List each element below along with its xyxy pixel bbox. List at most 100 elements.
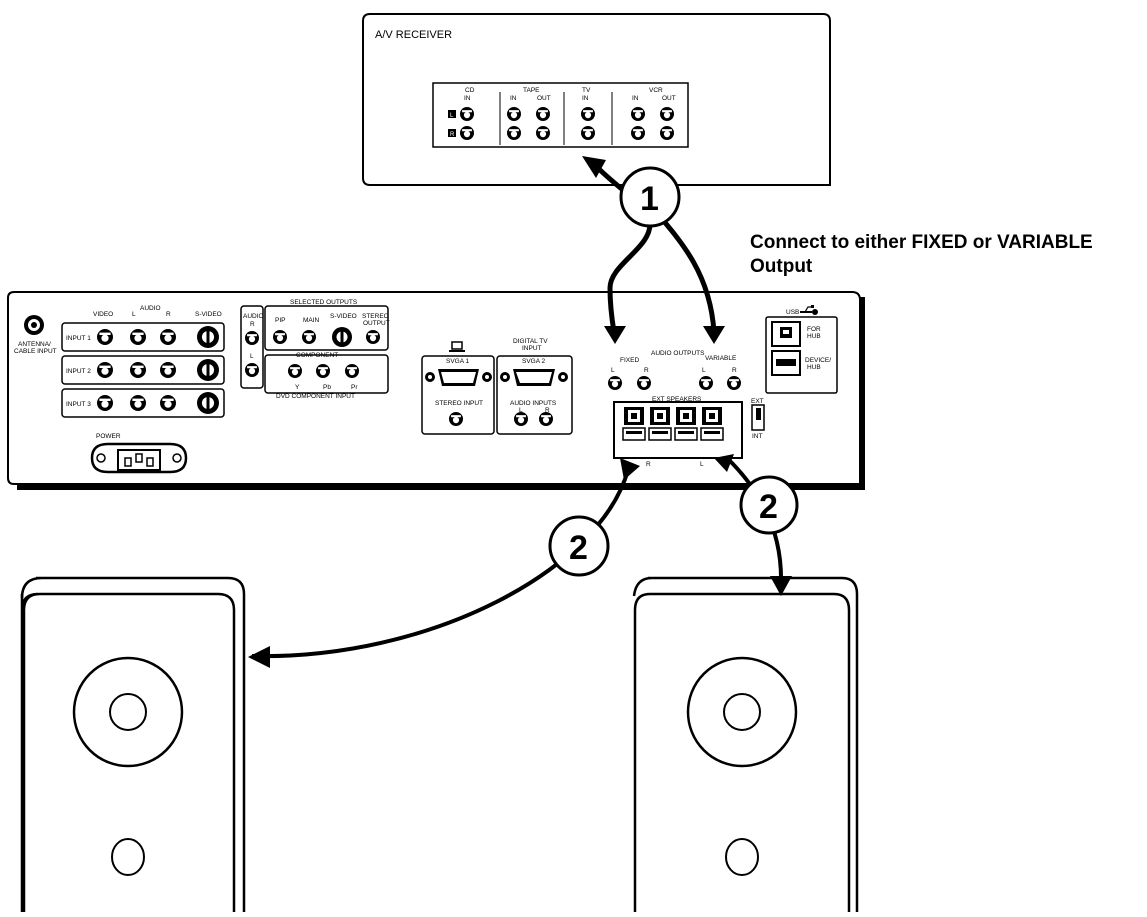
input-2-audio-r-jack[interactable]: [160, 362, 176, 378]
receiver-vcr-label: VCR: [649, 87, 663, 94]
usb-port-for-hub[interactable]: [771, 321, 801, 347]
device-hub-label-2: HUB: [807, 364, 821, 371]
digital-tv-label-1: DIGITAL TV: [513, 338, 548, 345]
component-frame: [264, 354, 389, 394]
svga1-label: SVGA 1: [446, 358, 470, 365]
selected-output-main-jack[interactable]: [302, 330, 316, 344]
arrowhead-right-speaker: [770, 576, 792, 596]
antenna-label-2: CABLE INPUT: [14, 348, 57, 355]
component-pb-jack[interactable]: [316, 364, 330, 378]
power-connector[interactable]: [90, 442, 188, 474]
selected-output-svideo-jack[interactable]: [332, 327, 352, 347]
variable-r-jack[interactable]: [727, 376, 741, 390]
audio-block-frame: [240, 305, 264, 389]
input-2-svideo-jack[interactable]: [197, 359, 219, 381]
left-speaker-woofer-center: [109, 693, 147, 731]
svga2-frame: [496, 355, 573, 435]
stereo-output-jack[interactable]: [366, 330, 380, 344]
arrowhead-speaker-r-terminal: [620, 458, 640, 480]
left-speaker-port: [111, 838, 145, 876]
pr-label: Pr: [351, 384, 358, 391]
audio-input-r-jack[interactable]: [539, 412, 553, 426]
receiver-rca-jack-4[interactable]: [507, 126, 521, 140]
stereo-input-jack[interactable]: [449, 412, 463, 426]
selected-outputs-frame: [264, 305, 389, 351]
audio-block-l-jack[interactable]: [245, 363, 259, 377]
receiver-rca-jack-12[interactable]: [660, 126, 674, 140]
receiver-rca-jack-11[interactable]: [660, 107, 674, 121]
receiver-jack-panel: [432, 82, 689, 148]
audio-l-label: L: [132, 311, 136, 318]
svga2-label: SVGA 2: [522, 358, 546, 365]
svga2-connector[interactable]: [500, 369, 568, 386]
selected-output-pip-jack[interactable]: [273, 330, 287, 344]
receiver-tv-label: TV: [582, 87, 591, 94]
left-speaker: [20, 576, 246, 912]
stereo-output-label-2: OUTPUT: [363, 320, 390, 327]
input-3-video-jack[interactable]: [97, 395, 113, 411]
receiver-rca-jack-9[interactable]: [631, 107, 645, 121]
audio-label: AUDIO: [140, 305, 161, 312]
receiver-rca-jack-5[interactable]: [536, 107, 550, 121]
receiver-rca-jack-1[interactable]: [460, 107, 474, 121]
arrowhead-receiver: [582, 156, 606, 178]
component-y-jack[interactable]: [288, 364, 302, 378]
input-2-video-jack[interactable]: [97, 362, 113, 378]
input-2-audio-l-jack[interactable]: [130, 362, 146, 378]
speaker-terminal-4[interactable]: [700, 407, 724, 441]
arrowhead-fixed: [604, 326, 626, 344]
usb-icon: [800, 305, 818, 315]
receiver-rca-jack-8[interactable]: [581, 126, 595, 140]
receiver-channel-l: L: [450, 113, 454, 119]
usb-label: USB: [786, 309, 799, 316]
input-3-audio-l-jack[interactable]: [130, 395, 146, 411]
arrowheads: [248, 156, 792, 668]
input-1-audio-r-jack[interactable]: [160, 329, 176, 345]
tv-back-panel: ANTENNA/ CABLE INPUT VIDEO AUDIO L R S-V…: [7, 291, 865, 490]
receiver-channel-l-tag: [448, 110, 456, 118]
audio-block-r-jack[interactable]: [245, 331, 259, 345]
variable-l-jack[interactable]: [699, 376, 713, 390]
for-hub-label-1: FOR: [807, 326, 821, 333]
ext-label: EXT: [751, 398, 764, 405]
audio-r-label: R: [166, 311, 171, 318]
input-3-audio-r-jack[interactable]: [160, 395, 176, 411]
step-1-number: 1: [640, 180, 659, 218]
antenna-label-1: ANTENNA/: [18, 341, 51, 348]
variable-label: VARIABLE: [705, 355, 737, 362]
receiver-title: A/V RECEIVER: [375, 29, 452, 41]
receiver-rca-jack-10[interactable]: [631, 126, 645, 140]
audio-block-r: R: [250, 321, 255, 328]
receiver-rca-jack-6[interactable]: [536, 126, 550, 140]
input-1-svideo-jack[interactable]: [197, 326, 219, 348]
audio-inputs-l: L: [519, 407, 523, 414]
svga1-connector[interactable]: [425, 369, 492, 386]
receiver-rca-jack-3[interactable]: [507, 107, 521, 121]
stereo-input-label: STEREO INPUT: [435, 400, 483, 407]
tv-jacks: [97, 326, 741, 426]
usb-port-device-hub[interactable]: [771, 350, 801, 376]
receiver-rca-jack-7[interactable]: [581, 107, 595, 121]
step-2-callout-left: 2: [548, 515, 610, 577]
input-3-svideo-jack[interactable]: [197, 392, 219, 414]
receiver-cd-in-label: IN: [464, 95, 471, 102]
step-2-callout-right: 2: [739, 475, 799, 535]
speaker-terminal-2[interactable]: [648, 407, 672, 441]
fixed-r-jack[interactable]: [637, 376, 651, 390]
receiver-rca-jack-2[interactable]: [460, 126, 474, 140]
svideo-label: S-VIDEO: [195, 311, 222, 318]
speaker-terminals: [622, 407, 724, 441]
input-1-video-jack[interactable]: [97, 329, 113, 345]
speaker-terminal-3[interactable]: [674, 407, 698, 441]
speaker-terminal-1[interactable]: [622, 407, 646, 441]
input-1-audio-l-jack[interactable]: [130, 329, 146, 345]
ext-int-switch[interactable]: [751, 404, 765, 431]
audio-input-l-jack[interactable]: [514, 412, 528, 426]
svga1-frame: [421, 355, 495, 435]
fixed-l-label: L: [611, 367, 615, 374]
dvd-component-label: DVD COMPONENT INPUT: [276, 393, 355, 400]
usb-frame: [765, 316, 838, 394]
fixed-l-jack[interactable]: [608, 376, 622, 390]
component-pr-jack[interactable]: [345, 364, 359, 378]
